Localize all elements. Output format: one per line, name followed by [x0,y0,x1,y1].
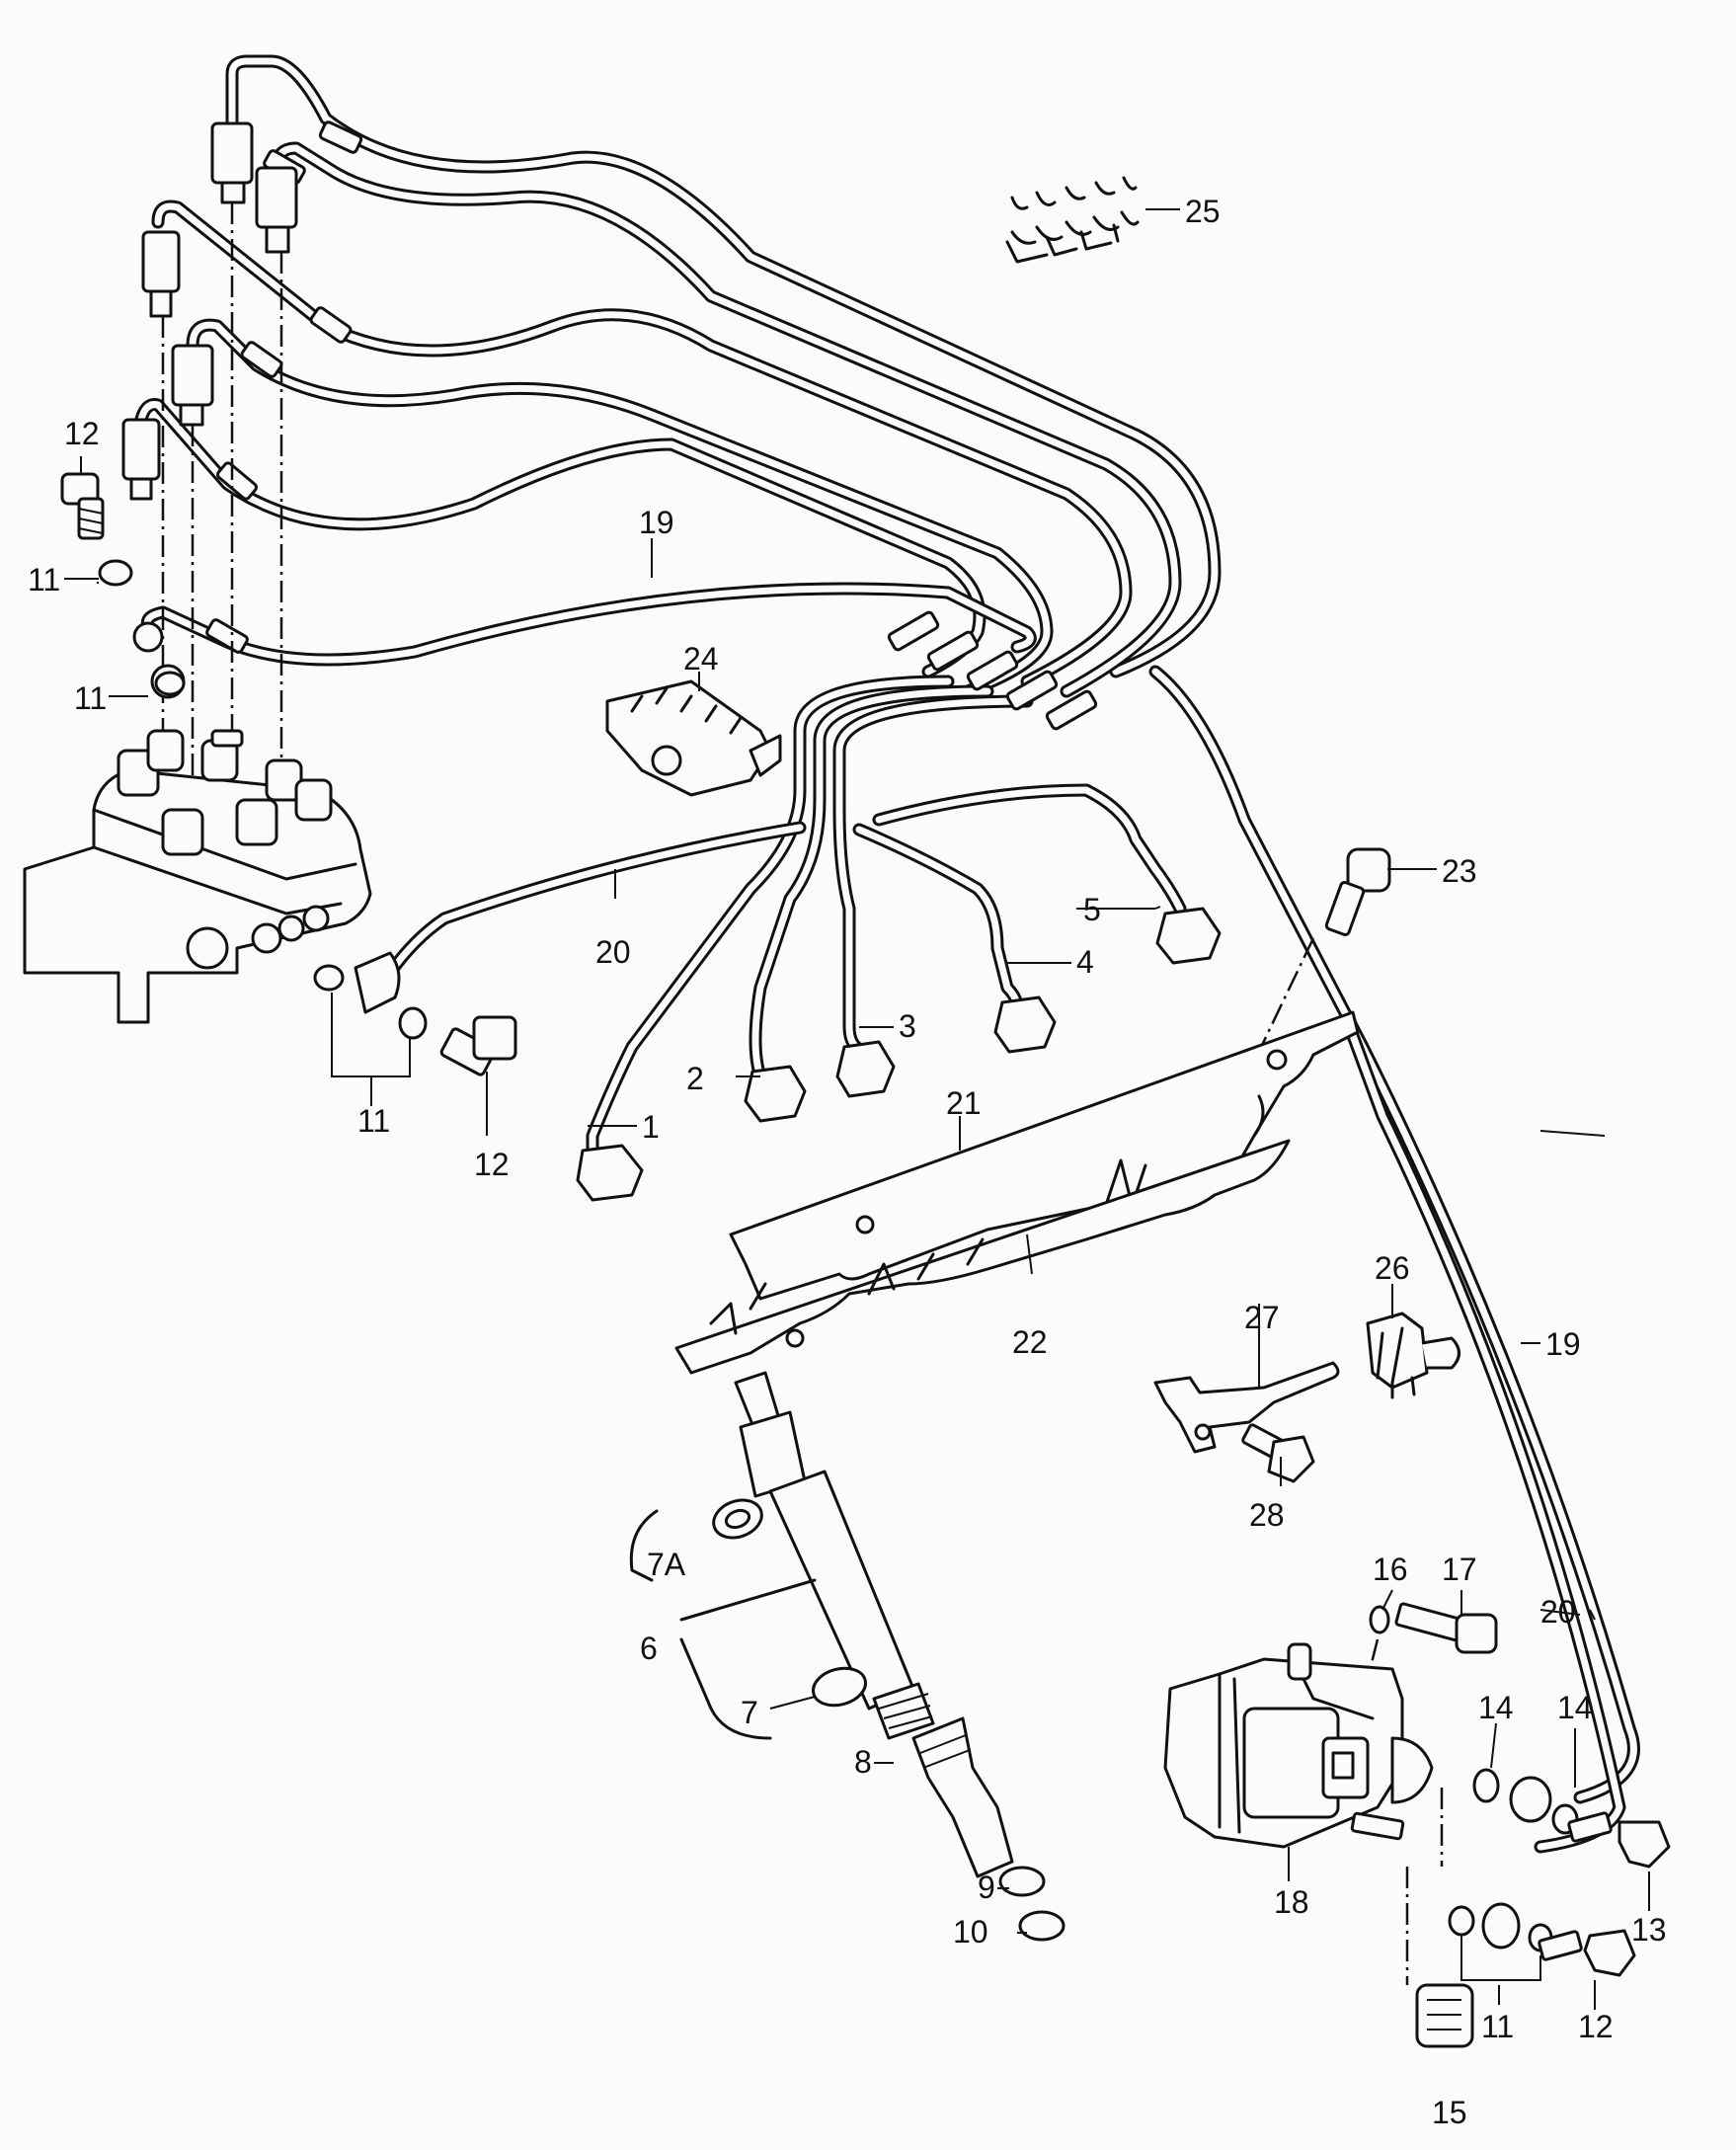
callout-23: 23 [1442,853,1477,889]
filter-housing-18 [1163,1642,1434,1849]
callout-17: 17 [1442,1552,1477,1587]
callout-26: 26 [1375,1250,1410,1286]
callout-labels: 25 12 19 11 11 24 23 5 20 4 3 2 11 1 12 … [28,194,1667,2130]
callout-16: 16 [1373,1552,1408,1587]
callout-19-top: 19 [639,505,674,540]
callout-9: 9 [978,1870,995,1905]
injection-pump-head [23,621,372,1024]
callout-15: 15 [1432,2095,1467,2130]
callout-7: 7 [741,1695,758,1730]
callout-3: 3 [899,1008,916,1044]
callout-25: 25 [1185,194,1221,229]
callout-11-top: 11 [28,562,60,597]
callout-6: 6 [640,1631,658,1666]
pipe-clamp-24 [605,679,782,797]
callout-4: 4 [1076,944,1094,980]
clips-25 [1005,176,1140,264]
bracket-27 [1153,1361,1340,1483]
callout-5: 5 [1083,892,1101,927]
callout-27: 27 [1244,1300,1280,1335]
callout-12-left: 12 [64,416,100,451]
callout-14-left: 14 [1478,1690,1514,1725]
callout-11-mid: 11 [74,680,107,716]
screw-23 [1324,847,1391,936]
callout-7a: 7A [647,1547,686,1582]
injection-pipes [131,54,1640,1854]
callout-24: 24 [683,641,719,677]
callout-20-right: 20 [1540,1594,1576,1630]
pipe-fittings [205,120,1098,731]
callout-21: 21 [946,1085,982,1121]
callout-12-right: 12 [1578,2009,1614,2044]
heat-shield-8 [911,1716,1065,1942]
callout-12-lower: 12 [474,1147,510,1182]
callout-18: 18 [1274,1884,1309,1920]
callout-22: 22 [1012,1324,1048,1360]
brackets-21-22 [674,1010,1360,1375]
callout-10: 10 [953,1914,988,1950]
callout-2: 2 [686,1061,704,1096]
callout-8: 8 [854,1744,872,1780]
injector-6 [629,1371,935,1740]
leader-lines [64,208,1650,2010]
pipe-union-nuts [576,907,1222,1202]
callout-19-right: 19 [1545,1326,1581,1362]
callout-11-right: 11 [1481,2009,1514,2044]
clip-26 [1366,1312,1460,1399]
pump-outlet-fittings [121,121,298,501]
callout-13: 13 [1631,1912,1667,1948]
callout-20-left: 20 [595,934,631,970]
callout-1: 1 [642,1109,660,1145]
callout-11-lower: 11 [357,1103,390,1139]
callout-14-right: 14 [1557,1690,1593,1725]
callout-28: 28 [1249,1497,1285,1533]
right-side-fasteners [1350,1602,1671,2048]
banjo-bolts [60,472,517,1076]
